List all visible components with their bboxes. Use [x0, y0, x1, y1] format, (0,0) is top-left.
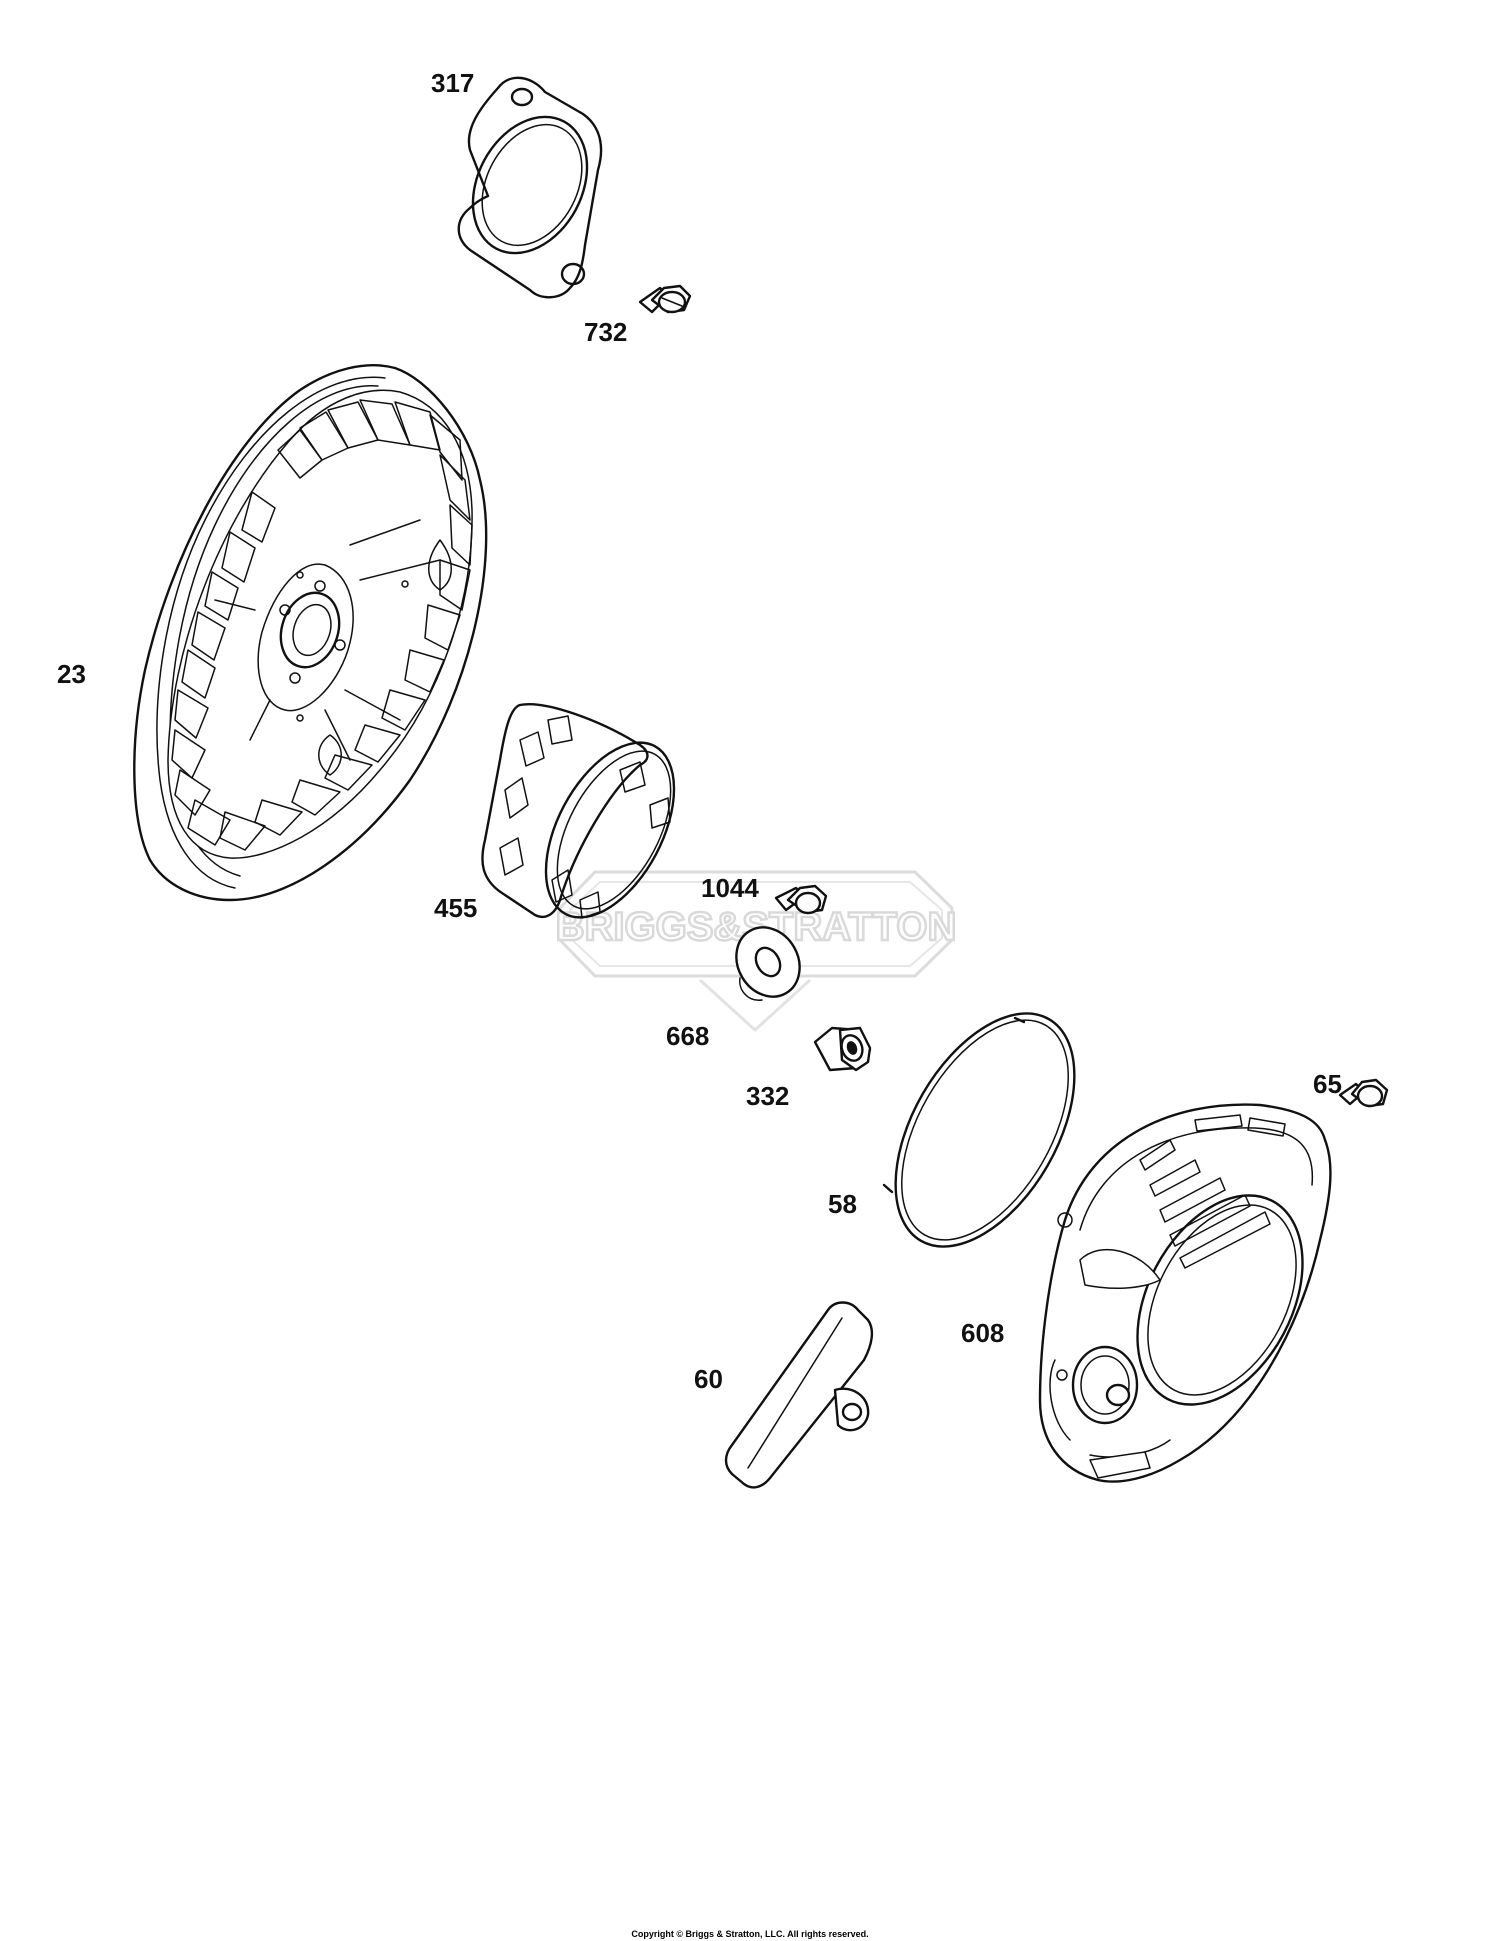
copyright-notice: Copyright © Briggs & Stratton, LLC. All …	[631, 1929, 868, 1939]
part-23-flywheel	[133, 364, 488, 902]
label-455: 455	[434, 893, 477, 923]
part-332-nut	[813, 1026, 872, 1072]
part-1044-screw	[774, 884, 828, 915]
label-65: 65	[1313, 1069, 1342, 1099]
watermark-text: BRIGGS&STRATTON	[556, 905, 957, 949]
housing-vents	[1139, 1114, 1286, 1269]
part-60-starter-handle	[724, 1301, 874, 1489]
label-23: 23	[57, 659, 86, 689]
label-317: 317	[431, 68, 474, 98]
label-732: 732	[584, 317, 627, 347]
label-668: 668	[666, 1021, 709, 1051]
cup-windows	[499, 715, 671, 919]
brand-watermark: BRIGGS&STRATTON	[554, 870, 958, 1033]
part-608-starter-housing	[1038, 1103, 1332, 1483]
label-1044: 1044	[701, 873, 759, 903]
part-58-ring	[882, 1012, 1076, 1248]
label-608: 608	[961, 1318, 1004, 1348]
label-60: 60	[694, 1364, 723, 1394]
part-668-washer	[735, 926, 801, 1001]
part-65-screw	[1338, 1078, 1389, 1108]
part-labels: 317 732 23 455 1044 668 332 58 65 608 60	[57, 68, 1342, 1394]
label-58: 58	[828, 1189, 857, 1219]
part-455-starter-cup	[481, 703, 676, 919]
part-317-cover-plate	[457, 76, 603, 299]
label-332: 332	[746, 1081, 789, 1111]
flywheel-fins	[171, 399, 473, 851]
part-732-screw	[638, 284, 692, 314]
